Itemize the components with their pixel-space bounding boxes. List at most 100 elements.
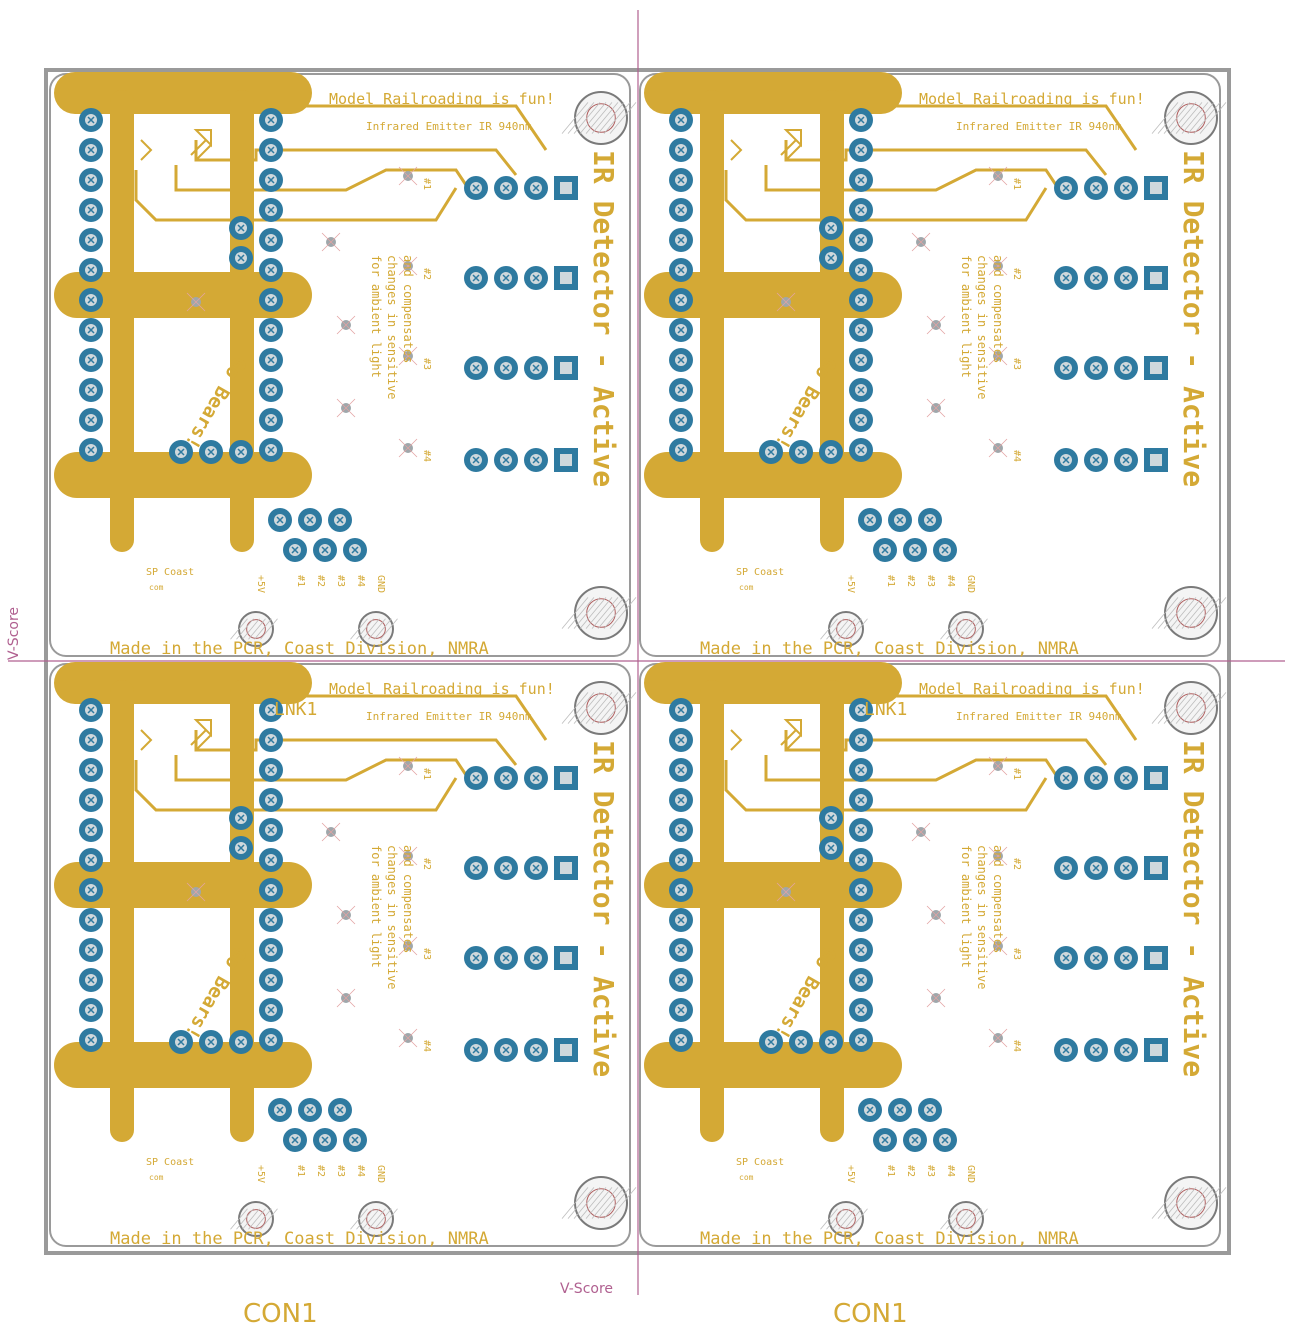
trace (134, 170, 458, 222)
led-symbol (783, 719, 802, 738)
copper-rail-left (110, 90, 134, 552)
header-label-2: #1 (885, 575, 896, 587)
trace (136, 104, 548, 151)
header-label-4: #3 (335, 1165, 346, 1177)
channel-label-4: #4 (1011, 1040, 1022, 1052)
channel-label-1: #1 (421, 768, 432, 780)
transistor-symbol (730, 729, 743, 751)
vscore-label-left: V-Score (6, 607, 22, 660)
bottom-silk-text: Made in the PCR, Coast Division, NMRA (110, 639, 489, 659)
sp-coast-label: SP Coast (736, 567, 784, 578)
trace (134, 760, 458, 812)
note-line-3: and compensates (401, 255, 415, 363)
channel-label-2: #2 (421, 268, 432, 280)
channel-label-2: #2 (1011, 858, 1022, 870)
connector-label-right: CON1 (833, 1299, 908, 1329)
trace (194, 140, 518, 176)
board-title: IR Detector - Active (587, 150, 620, 487)
copper-rail-left (700, 680, 724, 1142)
sp-coast-label: SP Coast (146, 1157, 194, 1168)
trace (724, 760, 1048, 812)
note-line-1: for ambient light (369, 845, 383, 968)
trace (764, 165, 1058, 192)
board-title: IR Detector - Active (1177, 740, 1210, 1077)
copper-bar-top (54, 662, 312, 704)
header-label-3: #2 (905, 1165, 916, 1177)
note-line-1: for ambient light (959, 255, 973, 378)
copper-rail-right (230, 680, 254, 1142)
trace (726, 694, 1138, 741)
channel-label-2: #2 (1011, 268, 1022, 280)
channel-label-3: #3 (421, 358, 432, 370)
note-line-3: and compensates (991, 845, 1005, 953)
channel-label-1: #1 (1011, 768, 1022, 780)
trace (174, 165, 468, 192)
header-label-4: #3 (925, 575, 936, 587)
top-silk-text: Model Railroading is fun! (919, 90, 1145, 108)
sp-coast-label: SP Coast (736, 1157, 784, 1168)
mounting-hole (574, 586, 628, 640)
channel-label-4: #4 (421, 450, 432, 462)
channel-label-3: #3 (1011, 358, 1022, 370)
board-title: IR Detector - Active (587, 740, 620, 1077)
channel-label-3: #3 (1011, 948, 1022, 960)
board-title: IR Detector - Active (1177, 150, 1210, 487)
note-line-1: for ambient light (369, 255, 383, 378)
channel-label-4: #4 (1011, 450, 1022, 462)
led-symbol (783, 129, 802, 148)
tiny-mark: com (149, 1173, 164, 1182)
copper-rail-right (230, 90, 254, 552)
header-label-1: +5V (255, 1165, 266, 1183)
header-label-6: GND (965, 575, 976, 593)
header-label-4: #3 (925, 1165, 936, 1177)
emitter-label: Infrared Emitter IR 940nm (366, 710, 532, 723)
bottom-silk-text: Made in the PCR, Coast Division, NMRA (110, 1229, 489, 1249)
emitter-label: Infrared Emitter IR 940nm (956, 710, 1122, 723)
mounting-hole (1164, 681, 1218, 735)
note-line-1: for ambient light (959, 845, 973, 968)
top-silk-text: Model Railroading is fun! (329, 90, 555, 108)
header-label-1: +5V (255, 575, 266, 593)
trace (174, 755, 468, 782)
copper-bar-top (644, 72, 902, 114)
note-line-3: and compensates (991, 255, 1005, 363)
channel-label-2: #2 (421, 858, 432, 870)
mounting-hole (1164, 586, 1218, 640)
note-line-2: changes in sensitive (975, 255, 989, 400)
header-label-3: #2 (315, 575, 326, 587)
channel-label-1: #1 (421, 178, 432, 190)
vscore-label-bottom: V-Score (560, 1281, 613, 1297)
note-line-3: and compensates (401, 845, 415, 953)
tiny-mark: com (739, 583, 754, 592)
trace (724, 170, 1048, 222)
header-label-1: +5V (845, 1165, 856, 1183)
transistor-symbol (730, 139, 743, 161)
emitter-label: Infrared Emitter IR 940nm (956, 120, 1122, 133)
connector-label-left: CON1 (243, 1299, 318, 1329)
sp-coast-label: SP Coast (146, 567, 194, 578)
copper-rail-right (820, 90, 844, 552)
trace (764, 755, 1058, 782)
header-label-3: #2 (905, 575, 916, 587)
header-label-5: #4 (945, 1165, 956, 1177)
header-label-6: GND (375, 575, 386, 593)
header-label-6: GND (375, 1165, 386, 1183)
bottom-silk-text: Made in the PCR, Coast Division, NMRA (700, 1229, 1079, 1249)
silk-reference: LNK1 (274, 699, 317, 720)
note-line-2: changes in sensitive (385, 255, 399, 400)
mounting-hole (574, 1176, 628, 1230)
copper-bar-top (644, 662, 902, 704)
trace (784, 730, 1108, 766)
channel-label-1: #1 (1011, 178, 1022, 190)
silk-reference: LNK1 (864, 699, 907, 720)
copper-rail-right (820, 680, 844, 1142)
mounting-hole (1164, 91, 1218, 145)
header-label-2: #1 (295, 575, 306, 587)
led-symbol (193, 129, 212, 148)
copper-rail-left (700, 90, 724, 552)
